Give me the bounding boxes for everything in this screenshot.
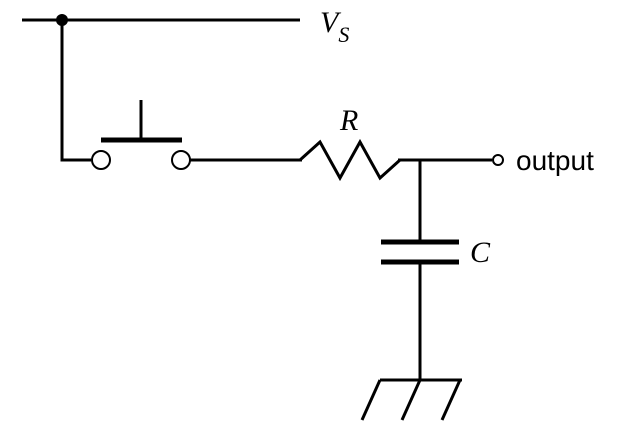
ground-icon — [360, 378, 462, 421]
supply-label-subscript: S — [338, 22, 349, 47]
capacitor-label: C — [470, 236, 491, 269]
output-label: output — [516, 145, 594, 176]
ground-hatch-1 — [360, 379, 382, 421]
ground-hatch-2 — [400, 379, 422, 421]
resistor-label: R — [339, 104, 358, 137]
ground-hatch-3 — [440, 379, 462, 421]
supply-label: VS — [320, 6, 349, 47]
supply-label-main: V — [320, 6, 342, 39]
resistor-symbol — [298, 138, 402, 182]
switch-terminal-left — [91, 150, 111, 170]
switch-terminal-right — [171, 150, 191, 170]
output-terminal — [492, 154, 504, 166]
